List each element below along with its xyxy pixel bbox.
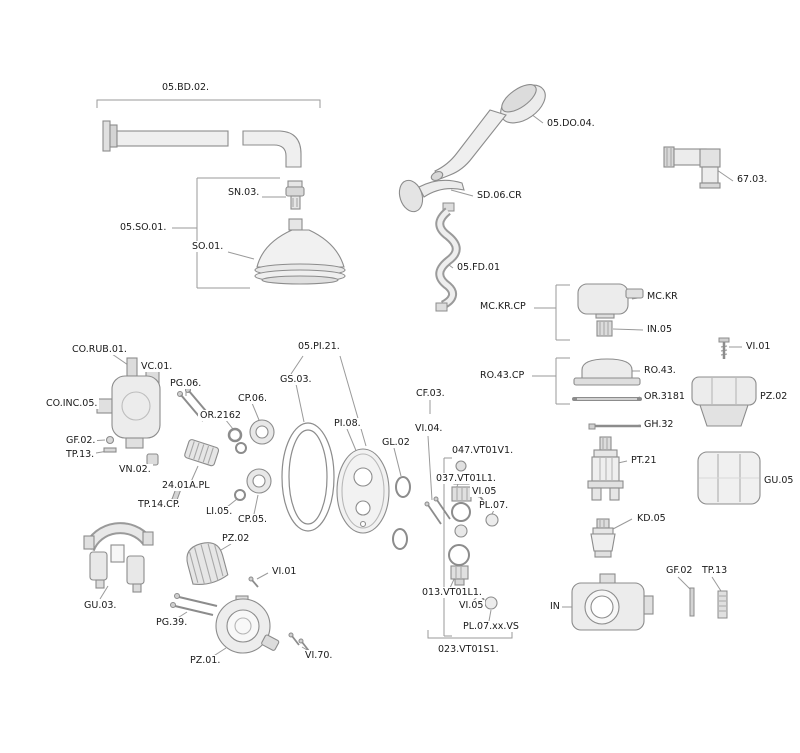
oval-plate-part-pi08 [336,448,390,534]
label-so-01: SO.01. [190,241,226,252]
label-pg-39: PG.39. [154,617,190,628]
label-vi-05-lower: VI.05 [457,600,486,611]
wall-elbow-part [663,146,721,189]
label-047-vt01v1: 047.VT01V1. [450,445,516,456]
label-013-vt01l1: 013.VT01L1. [420,587,484,598]
label-vi-04: VI.04. [413,423,445,434]
label-gu-05: GU.05 [762,475,796,486]
oring-part-or2162 [227,427,247,454]
disc-part-pl07xx [484,596,498,610]
label-pz-02-right: PZ.02 [758,391,790,402]
cap-ring-part-cp06 [249,419,275,445]
label-pl-07: PL.07. [477,500,511,511]
label-05-pi-21: 05.PI.21. [296,341,342,352]
label-co-rub-01: CO.RUB.01. [70,344,129,355]
label-or-2162: OR.2162 [198,410,243,421]
threaded-pin-part-tp13-bottom [717,590,728,619]
ring-part-li05 [234,489,246,501]
sleeve-part-pz02-right [691,376,757,427]
label-gf-02-left: GF.02. [64,435,98,446]
shower-arm-part [102,120,302,168]
disc-part-pl07 [485,513,499,527]
label-gf-02-bottom: GF.02 [664,565,695,576]
label-mc-kr-cp: MC.KR.CP [478,301,528,312]
flexible-hose-part [435,202,461,312]
screws-part-vi04 [424,496,451,525]
label-ro-43: RO.43. [642,365,678,376]
label-cp-06: CP.06. [236,393,270,404]
label-gu-03: GU.03. [82,600,119,611]
handshower-holder-part [398,179,465,213]
label-05-bd-02: 05.BD.02. [160,82,212,93]
label-pl-07-xx-vs: PL.07.xx.VS [461,621,521,632]
bracket-lines [96,99,570,639]
label-pg-06: PG.06. [168,378,204,389]
label-or-3181: OR.3181 [642,391,687,402]
label-cf-03: CF.03. [414,388,447,399]
shower-head-part [254,218,346,285]
label-gl-02: GL.02 [380,437,412,448]
label-ro-43-cp: RO.43.CP [478,370,527,381]
knurled-cap-part-pz02-left [186,542,229,585]
label-cp-05: CP.05. [236,514,270,525]
label-67-03: 67.03. [735,174,770,185]
label-sd-06-cr: SD.06.CR [475,190,524,201]
label-05-do-04: 05.DO.04. [545,118,597,129]
screws-part-pg39 [170,593,218,616]
label-pz-01: PZ.01. [188,655,223,666]
label-05-so-01: 05.SO.01. [118,222,169,233]
label-vi-01-right: VI.01 [744,341,773,352]
label-co-inc-05: CO.INC.05. [44,398,100,409]
oval-gasket-part-gs03 [281,422,335,532]
label-tp-14-cp: TP.14.CP. [136,499,183,510]
handle-part [577,283,644,319]
label-in-05: IN.05 [645,324,675,335]
screw-part-vi01-right [718,337,730,359]
arm-connector-part [285,180,305,210]
cap-ring-part-cp05 [246,468,272,494]
label-tp-13-left: TP.13. [64,449,97,460]
valve-stack-part-013 [448,544,470,586]
label-05-fd-01: 05.FD.01 [455,262,502,273]
insert-part [596,320,613,337]
label-vn-02: VN.02. [117,464,153,475]
inlet-valve-body-part [571,573,654,631]
label-gh-32: GH.32 [642,419,676,430]
label-vi-70: VI.70. [303,650,335,661]
screws-part-vi70 [288,632,310,652]
rod-part-gh32 [588,423,641,430]
screw-part-vi01-left [248,576,259,588]
diverter-cartridge-part-kd05 [590,518,616,558]
label-in: IN [548,601,562,612]
cartridge-part-pt21 [587,436,624,501]
escutcheon-part [573,358,641,386]
gasket-block-part-gu05 [697,451,761,505]
round-escutcheon-part-pz01 [215,595,280,654]
pin-part-gf02-bottom [689,587,695,617]
handshower-part [430,84,546,181]
small-gaskets-part-gl02 [392,476,411,550]
label-037-vt01l1: 037.VT01L1. [434,473,498,484]
knurled-cylinder-part-2401apl [184,439,220,467]
label-mc-kr: MC.KR [645,291,680,302]
label-24-01a-pl: 24.01A.PL [160,480,212,491]
label-vi-01-left: VI.01 [270,566,299,577]
label-023-vt01s1: 023.VT01S1. [436,644,501,655]
label-sn-03: SN.03. [226,187,262,198]
label-kd-05: KD.05 [635,513,668,524]
label-vc-01: VC.01. [139,361,175,372]
label-li-05: LI.05. [204,506,235,517]
label-pt-21: PT.21 [629,455,659,466]
label-pi-08: PI.08. [332,418,363,429]
label-pz-02-left: PZ.02 [220,533,252,544]
label-tp-13-bottom: TP.13 [700,565,730,576]
mounting-bracket-part-gu03 [83,522,154,593]
label-gs-03: GS.03. [278,374,314,385]
label-vi-05-upper: VI.05 [470,486,499,497]
mixer-body-part [96,357,161,466]
